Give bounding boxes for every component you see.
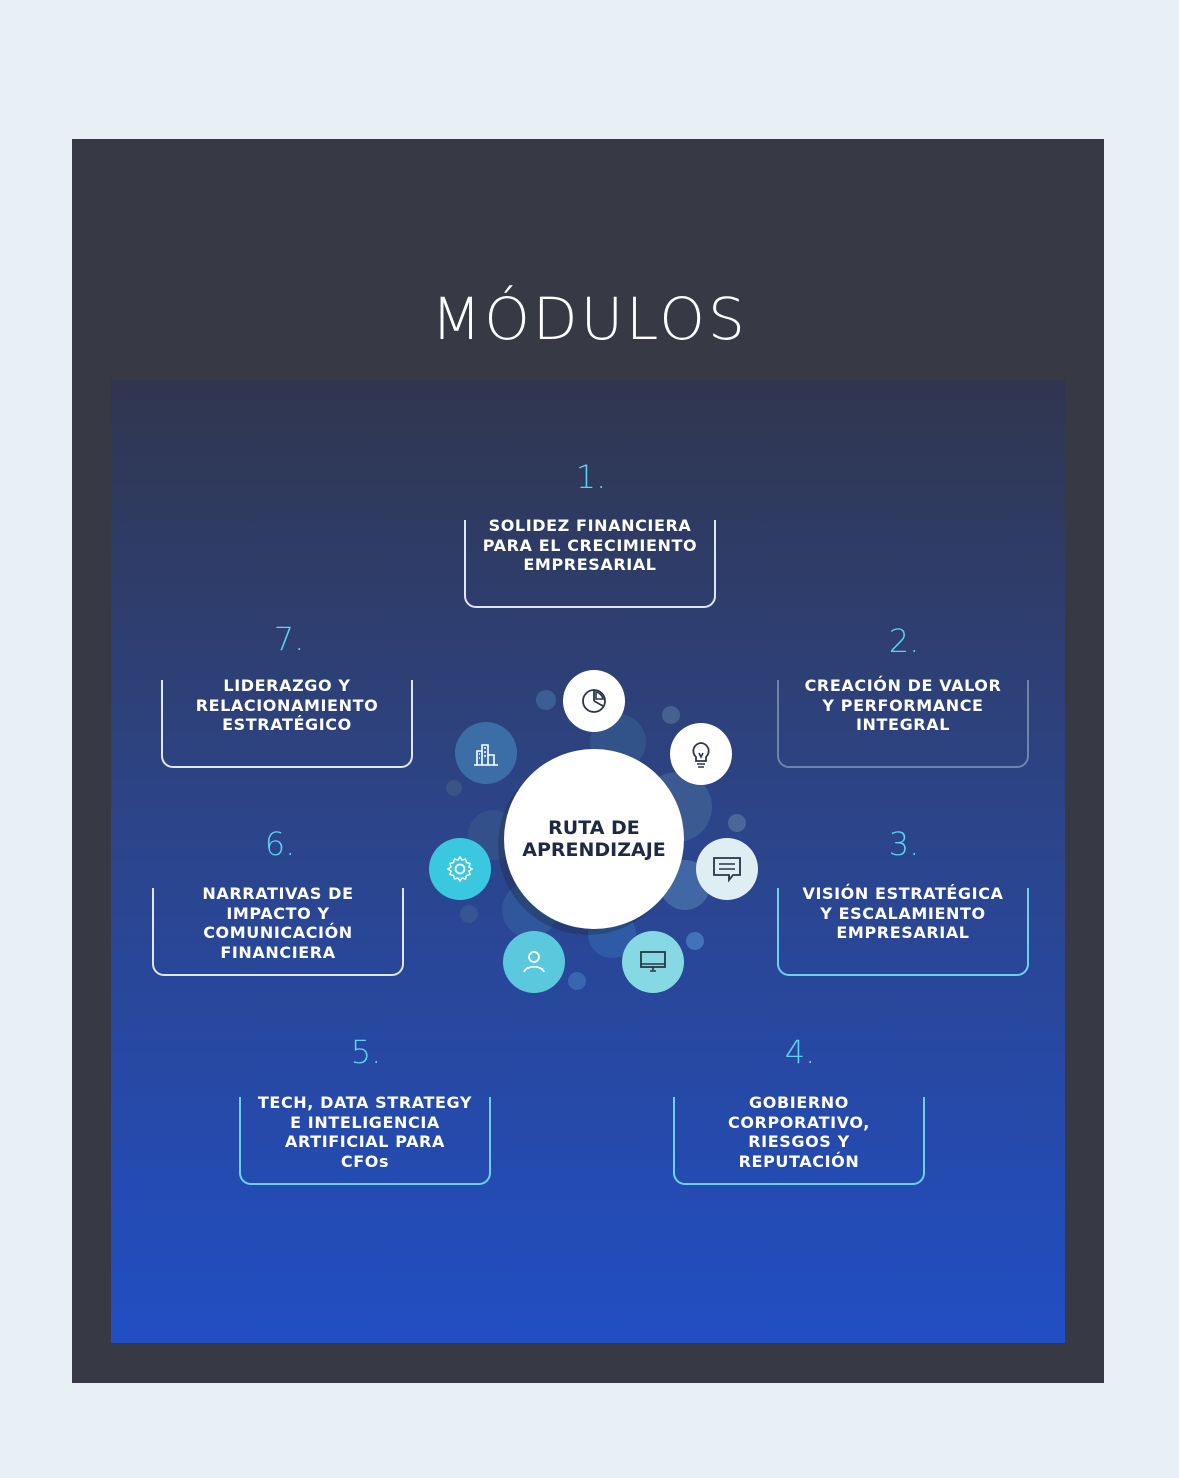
center-circle: RUTA DE APRENDIZAJE — [504, 749, 684, 929]
decor-dot — [460, 905, 478, 923]
module-5-number: 5. — [350, 1033, 382, 1071]
user-icon — [503, 931, 565, 993]
module-2-label: CREACIÓN DE VALOR Y PERFORMANCE INTEGRAL — [804, 676, 1002, 734]
module-1-box: SOLIDEZ FINANCIERA PARA EL CRECIMIENTO E… — [464, 516, 716, 608]
module-3-label: VISIÓN ESTRATÉGICA Y ESCALAMIENTO EMPRES… — [802, 884, 1004, 942]
module-2-number: 2. — [888, 622, 920, 660]
learning-path-diagram: RUTA DE APRENDIZAJE — [420, 660, 770, 1010]
monitor-icon — [622, 931, 684, 993]
module-1-number: 1. — [575, 458, 607, 496]
decor-dot — [662, 706, 680, 724]
module-4-number: 4. — [784, 1033, 816, 1071]
module-6-label: NARRATIVAS DE IMPACTO Y COMUNICACIÓN FIN… — [202, 884, 354, 962]
decor-dot — [686, 932, 704, 950]
module-1-label: SOLIDEZ FINANCIERA PARA EL CRECIMIENTO E… — [482, 516, 698, 574]
chat-icon — [696, 838, 758, 900]
center-label: RUTA DE APRENDIZAJE — [522, 817, 666, 861]
module-4-label: GOBIERNO CORPORATIVO, RIESGOS Y REPUTACI… — [728, 1093, 870, 1171]
module-4-box: GOBIERNO CORPORATIVO, RIESGOS Y REPUTACI… — [673, 1093, 925, 1185]
module-3-box: VISIÓN ESTRATÉGICA Y ESCALAMIENTO EMPRES… — [777, 884, 1029, 976]
page-title: MÓDULOS — [431, 285, 748, 353]
module-6-number: 6. — [264, 825, 296, 863]
pie-chart-icon — [563, 670, 625, 732]
buildings-icon — [455, 722, 517, 784]
module-7-number: 7. — [273, 620, 305, 658]
gear-icon — [429, 838, 491, 900]
module-3-number: 3. — [888, 825, 920, 863]
module-7-box: LIDERAZGO Y RELACIONAMIENTO ESTRATÉGICO — [161, 676, 413, 768]
decor-dot — [536, 690, 556, 710]
module-6-box: NARRATIVAS DE IMPACTO Y COMUNICACIÓN FIN… — [152, 884, 404, 976]
decor-dot — [728, 814, 746, 832]
module-5-box: TECH, DATA STRATEGY E INTELIGENCIA ARTIF… — [239, 1093, 491, 1185]
decor-dot — [446, 780, 462, 796]
module-7-label: LIDERAZGO Y RELACIONAMIENTO ESTRATÉGICO — [195, 676, 379, 734]
lightbulb-icon — [670, 723, 732, 785]
module-2-box: CREACIÓN DE VALOR Y PERFORMANCE INTEGRAL — [777, 676, 1029, 768]
module-5-label: TECH, DATA STRATEGY E INTELIGENCIA ARTIF… — [257, 1093, 473, 1171]
decor-dot — [568, 972, 586, 990]
